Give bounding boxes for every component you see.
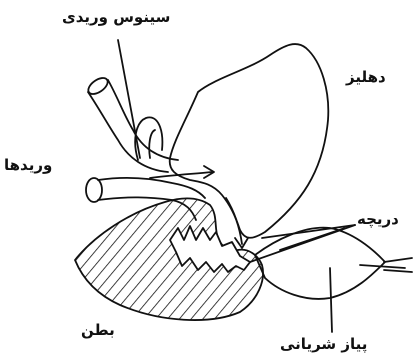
upper-vein [86,75,178,172]
sinus-leader [118,40,140,158]
label-bulbus-arteriosus: پیاز شریانی [280,337,367,352]
label-ventricle: بطن [81,323,115,338]
label-veins: وریدها [4,158,52,173]
aorta [384,258,412,262]
bulbus-leader [330,268,332,332]
label-sinus-venosus: سینوس وریدی [62,10,170,25]
label-atrium: دهلیز [346,70,386,85]
bulbus-arteriosus-shape [255,228,385,299]
label-valve: دریچه [357,212,399,227]
